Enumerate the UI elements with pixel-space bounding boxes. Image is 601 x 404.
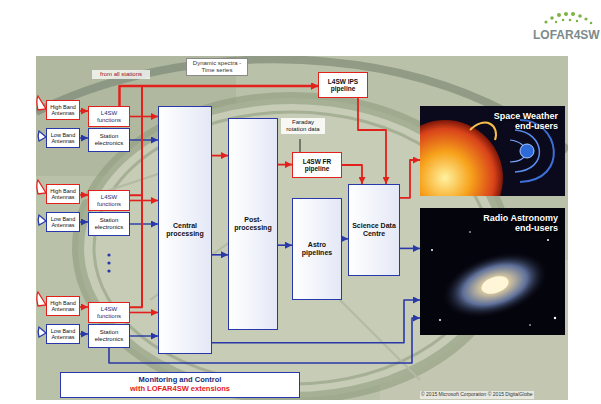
node-text: L4SW functions	[91, 194, 127, 208]
flow-arrow	[278, 244, 292, 246]
copyright-text: © 2015 Microsoft Corporation © 2015 Digi…	[420, 391, 534, 399]
node-text: High Band Antennas	[49, 104, 77, 117]
node-text: Post-processing	[231, 216, 275, 232]
electronics-box: Station electronics	[88, 324, 130, 348]
node-text: Station electronics	[91, 133, 127, 147]
flow-arrow	[130, 116, 158, 118]
flow-arrow	[130, 200, 158, 202]
electronics-box: Station electronics	[88, 212, 130, 236]
flow-arrow	[80, 194, 88, 196]
function-box: L4SW functions	[88, 190, 130, 211]
logo-mark	[544, 12, 592, 24]
flow-arrow	[80, 333, 88, 334]
flow-arrow	[80, 137, 88, 138]
node-text: Science Data Centre	[351, 222, 397, 238]
end-user-panel: Radio Astronomy end-users	[420, 208, 565, 335]
node-text: with LOFAR4SW extensions	[130, 385, 230, 394]
process-box: Post-processing	[228, 118, 278, 330]
antenna-box: High Band Antennas	[46, 296, 80, 316]
node-text: Space Weather end-users	[478, 111, 558, 132]
radio-astronomy-image	[420, 208, 565, 335]
process-box: Science Data Centre	[348, 184, 400, 276]
space-weather-image	[420, 106, 565, 196]
flow-arrow	[212, 155, 228, 157]
flow-arrow	[80, 306, 88, 308]
flow-arrow	[130, 335, 158, 336]
node-text: Central processing	[161, 222, 209, 238]
node-text: L4SW functions	[91, 306, 127, 320]
flow-arrow	[400, 160, 420, 198]
node-text: High Band Antennas	[49, 300, 77, 313]
flow-arrow	[80, 110, 88, 112]
antenna-box: Low Band Antennas	[46, 324, 80, 344]
flow-arrow	[130, 223, 158, 224]
data-note: Faraday rotation data	[281, 118, 325, 134]
node-text: Low Band Antennas	[49, 132, 77, 145]
node-text: L4SW FR pipeline	[295, 158, 339, 173]
process-box: Astro pipelines	[292, 198, 342, 300]
antenna-box: Low Band Antennas	[46, 128, 80, 148]
node-text: L4SW functions	[91, 110, 127, 124]
flow-arrow	[130, 139, 158, 140]
continuation-dots	[107, 253, 110, 272]
node-text: Station electronics	[91, 329, 127, 343]
flow-arrow	[80, 221, 88, 222]
aerial-photo	[36, 56, 568, 400]
antenna-box: High Band Antennas	[46, 100, 80, 120]
end-user-panel: Space Weather end-users	[420, 106, 565, 196]
node-text: Low Band Antennas	[49, 328, 77, 341]
electronics-box: Station electronics	[88, 128, 130, 152]
process-box: L4SW FR pipeline	[292, 152, 342, 178]
flow-arrow	[130, 312, 158, 314]
antenna-box: High Band Antennas	[46, 184, 80, 204]
node-text: L4SW IPS pipeline	[321, 78, 365, 93]
flow-arrow	[342, 165, 362, 184]
data-note: Dynamic spectra - Time series	[186, 58, 248, 76]
node-text: Astro pipelines	[295, 241, 339, 257]
process-box: L4SW IPS pipeline	[318, 72, 368, 98]
function-box: L4SW functions	[88, 302, 130, 323]
node-text: Monitoring and Control	[139, 376, 222, 385]
logo-text: LOFAR4SW	[532, 28, 601, 44]
flow-arrow	[120, 86, 319, 106]
flow-arrow	[278, 164, 292, 166]
flow-arrow	[212, 254, 228, 256]
node-text: Station electronics	[91, 217, 127, 231]
node-text: High Band Antennas	[49, 188, 77, 201]
node-text: Radio Astronomy end-users	[478, 213, 558, 234]
antenna-symbols	[37, 96, 46, 337]
control-box: Monitoring and Controlwith LOFAR4SW exte…	[60, 372, 300, 398]
flow-note: from all stations	[92, 70, 150, 79]
antenna-box: Low Band Antennas	[46, 212, 80, 232]
process-box: Central processing	[158, 106, 212, 354]
node-text: Low Band Antennas	[49, 216, 77, 229]
flow-arrow	[400, 248, 420, 250]
function-box: L4SW functions	[88, 106, 130, 127]
